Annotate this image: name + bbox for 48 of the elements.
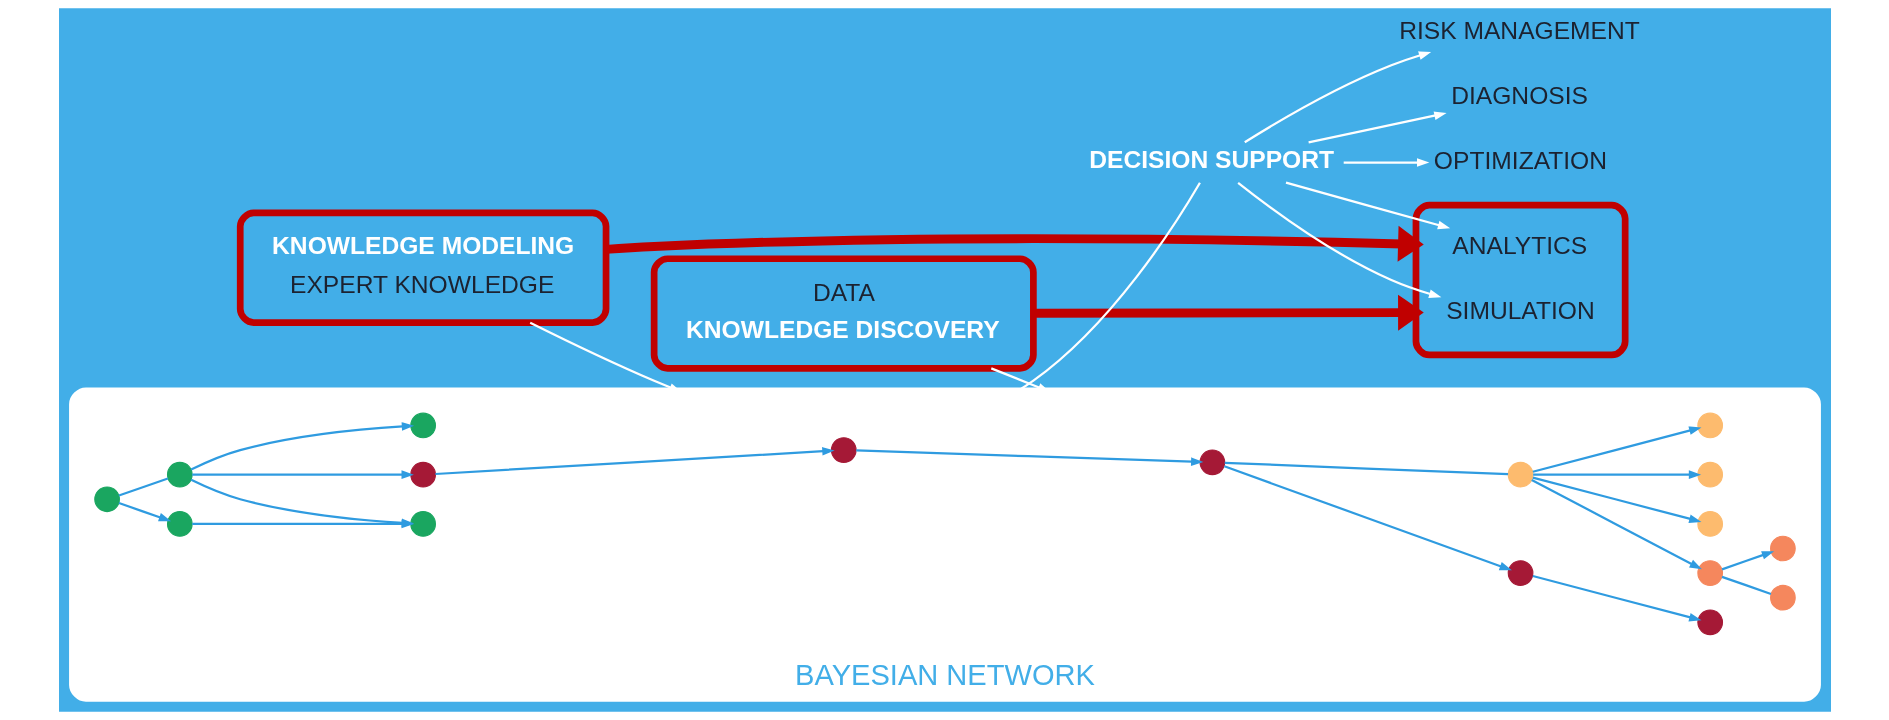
- connector: [1224, 461, 1508, 476]
- node-text: OPTIMIZATION: [1433, 146, 1607, 174]
- arrow: [1285, 181, 1450, 230]
- node-text: DECISION SUPPORT: [1088, 145, 1334, 173]
- node-box: KNOWLEDGE MODELING EXPERT KNOWLEDGE: [236, 209, 609, 326]
- node-text: ANALYTICS: [1451, 231, 1587, 259]
- arrow: [1223, 465, 1512, 571]
- node-circle: [1769, 535, 1796, 562]
- cluster: [1412, 201, 1628, 359]
- arrow: [1530, 478, 1702, 570]
- node-circle: [409, 412, 436, 439]
- cluster: BAYESIAN NETWORK: [68, 387, 1821, 702]
- arrow: [1243, 51, 1431, 144]
- arrow: [1532, 476, 1701, 523]
- node-circle: [1769, 584, 1796, 611]
- connector: [118, 477, 168, 497]
- node-circle: [409, 511, 436, 537]
- node-circle: [93, 486, 120, 513]
- arrow: [1236, 181, 1441, 298]
- node-circle: [1696, 461, 1723, 488]
- node-circle: [166, 511, 193, 537]
- arrow: [855, 449, 1203, 466]
- arrow: [1721, 551, 1774, 571]
- arrow: [1307, 111, 1447, 144]
- node-box: DATA KNOWLEDGE DISCOVERY: [650, 255, 1037, 372]
- node-circle: [1696, 511, 1723, 537]
- arrow: [118, 501, 171, 522]
- arrow: [1532, 470, 1701, 479]
- node-circle: [1199, 449, 1225, 476]
- node-circle: [1696, 412, 1723, 439]
- arrow: [190, 422, 414, 471]
- node-circle: [830, 437, 857, 463]
- node-circle: [1696, 560, 1723, 586]
- arrow: [1343, 158, 1429, 167]
- node-text: RISK MANAGEMENT: [1398, 17, 1640, 45]
- node-text: SIMULATION: [1445, 296, 1595, 324]
- node-circle: [166, 461, 193, 488]
- node-circle: [1507, 560, 1533, 586]
- node-text: DIAGNOSIS: [1450, 81, 1588, 109]
- node-circle: [1507, 461, 1533, 488]
- node-circle: [1696, 609, 1723, 636]
- arrow: [1033, 294, 1424, 331]
- arrow: [1532, 574, 1701, 622]
- arrow: [1532, 426, 1701, 473]
- node-circle: [409, 461, 436, 488]
- connector: [1721, 575, 1771, 595]
- arrow: [434, 446, 835, 476]
- arrow: [191, 470, 414, 479]
